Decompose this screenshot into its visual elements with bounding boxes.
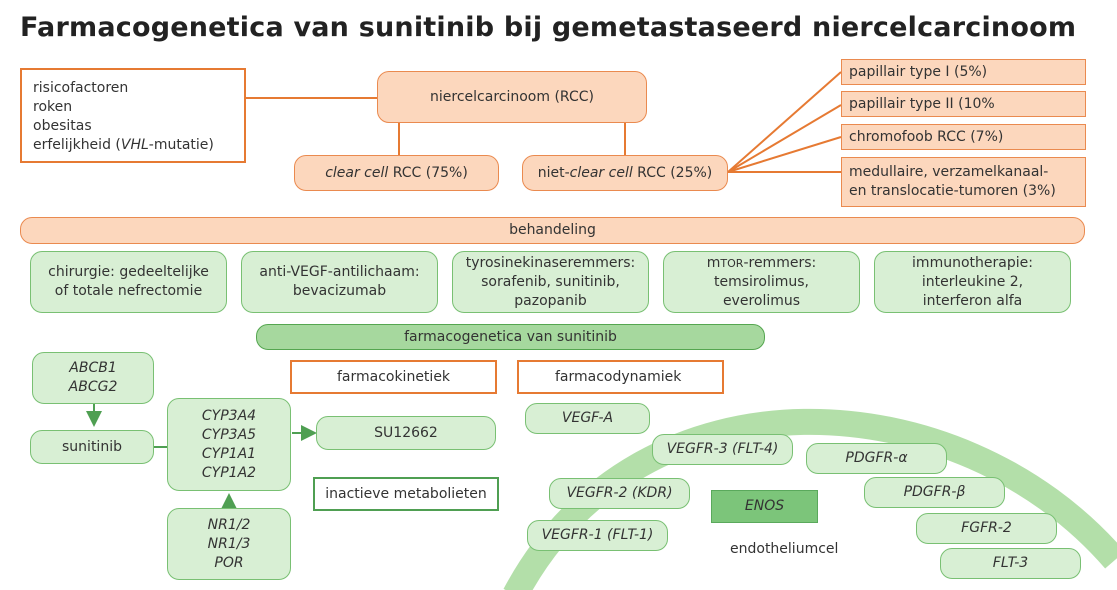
pharmacokinetics-box: farmacokinetiek (290, 360, 497, 394)
pharmacodynamics-box: farmacodynamiek (517, 360, 724, 394)
pharmacogenetics-bar: farmacogenetica van sunitinib (256, 324, 765, 350)
rcc-box: niercelcarcinoom (RCC) (377, 71, 647, 123)
treatment-tki: tyrosinekinaseremmers:sorafenib, sunitin… (452, 251, 649, 313)
metabolite-su12662: SU12662 (316, 416, 496, 450)
sunitinib-box: sunitinib (30, 430, 154, 464)
risk-factors-box: risicofactoren roken obesitas erfelijkhe… (20, 68, 246, 163)
endothelial-cell-label: endotheliumcel (730, 541, 839, 557)
risk-factor-heredity: erfelijkheid (VHL-mutatie) (33, 137, 214, 153)
target-vegfr-3: VEGFR-3 (FLT-4) (652, 434, 793, 465)
connector-subtype-1 (727, 71, 842, 173)
subtype-papillary-1: papillair type I (5%) (841, 59, 1086, 85)
endothelial-cell-membrane (503, 408, 1117, 590)
risk-factors-heading: risicofactoren (33, 80, 129, 96)
target-flt-3: FLT-3 (940, 548, 1081, 579)
inactive-metabolites-box: inactieve metabolieten (313, 477, 499, 511)
target-vegfr-2: VEGFR-2 (KDR) (549, 478, 690, 509)
subtype-medullary: medullaire, verzamelkanaal- en transloca… (841, 157, 1086, 207)
connector-subtype-2 (727, 104, 842, 173)
target-vegf-a: VEGF-A (525, 403, 650, 434)
target-vegfr-1: VEGFR-1 (FLT-1) (527, 520, 668, 551)
subtype-chromophobe: chromofoob RCC (7%) (841, 124, 1086, 150)
treatment-bar: behandeling (20, 217, 1085, 244)
regulator-genes-box: NR1/2 NR1/3 POR (167, 508, 291, 580)
treatment-anti-vegf: anti-VEGF-antilichaam:bevacizumab (241, 251, 438, 313)
diagram-title: Farmacogenetica van sunitinib bij gemeta… (20, 12, 1077, 43)
subtype-papillary-2: papillair type II (10% (841, 91, 1086, 117)
connector-subtype-3 (727, 136, 842, 173)
treatment-immunotherapy: immunotherapie:interleukine 2,interferon… (874, 251, 1071, 313)
target-fgfr-2: FGFR-2 (916, 513, 1057, 544)
target-enos: ENOS (711, 490, 818, 523)
clear-cell-box: clear cell RCC (75%) (294, 155, 499, 191)
cyp-enzymes-box: CYP3A4 CYP3A5 CYP1A1 CYP1A2 (167, 398, 291, 491)
non-clear-cell-box: niet-clear cell RCC (25%) (522, 155, 728, 191)
risk-factor-item: roken (33, 99, 73, 115)
target-pdgfr-beta: PDGFR-β (864, 477, 1005, 508)
target-pdgfr-alpha: PDGFR-α (806, 443, 947, 474)
risk-factor-item: obesitas (33, 118, 92, 134)
treatment-mtor: mTOR-remmers: temsirolimus, everolimus (663, 251, 860, 313)
